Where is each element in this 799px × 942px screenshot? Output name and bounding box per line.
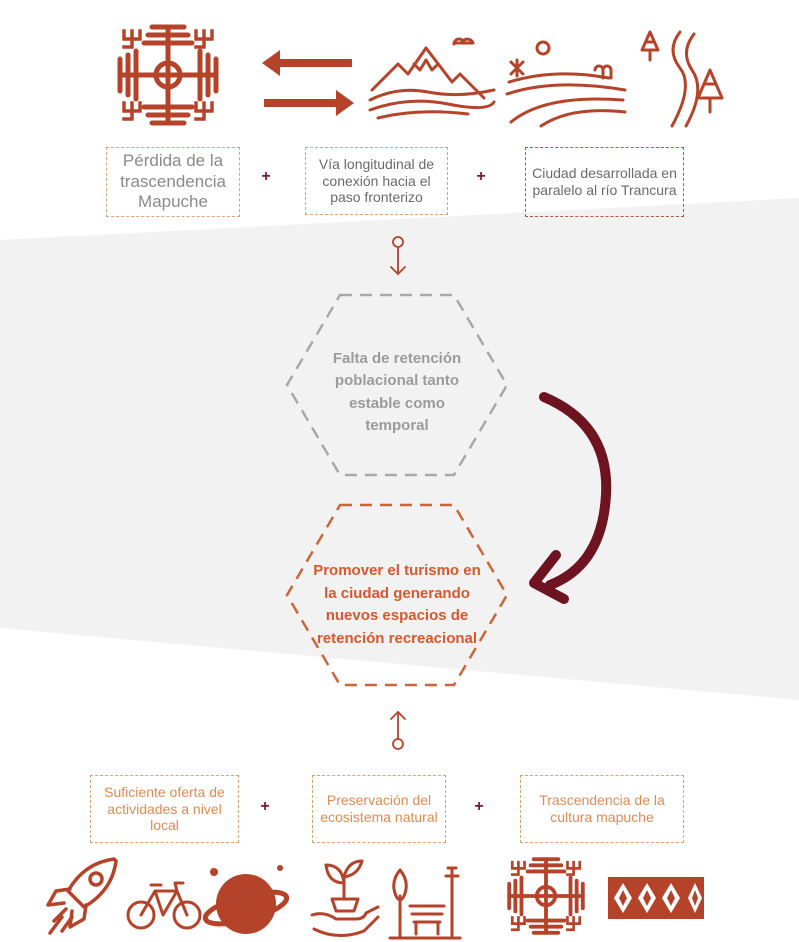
bicycle-icon [126,881,202,930]
strategy-local-activities-text: Suficiente oferta de actividades a nivel… [104,783,225,834]
problem-hexagon [285,293,509,477]
mapuche-cultrun-icon [507,857,585,935]
plus-connector: + [476,168,486,185]
strategy-mapuche-culture-text: Trascendencia de la cultura mapuche [539,792,665,825]
two-way-arrows-icon [262,50,354,116]
plus-connector: + [260,798,270,815]
cause-mapuche-loss: Pérdida de la trascendencia Mapuche [106,147,240,217]
strategy-ecosystem: Preservación del ecosistema natural [312,775,446,843]
planet-icon [202,865,290,934]
rocket-icon [46,857,118,935]
objective-text-content: Promover el turismo en la ciudad generan… [313,562,481,647]
objective-text: Promover el turismo en la ciudad generan… [306,540,488,670]
up-connector-arrow [390,710,406,750]
mapuche-cultrun-icon [108,15,228,135]
problem-text: Falta de retención poblacional tanto est… [317,340,477,445]
plus-connector: + [474,798,484,815]
countryside-field-icon [505,40,627,128]
problem-text-content: Falta de retención poblacional tanto est… [332,349,462,435]
plant-in-hand-icon [310,859,380,937]
plus-connector: + [261,168,271,185]
cause-river-city-text: Ciudad desarrollada en paralelo al río T… [532,165,677,198]
mountains-icon [368,37,496,120]
curved-arrow [529,392,612,604]
strategy-mapuche-culture: Trascendencia de la cultura mapuche [520,775,684,843]
down-connector-arrow [390,236,406,276]
strategy-ecosystem-text: Preservación del ecosistema natural [320,792,438,825]
park-bench-icon [388,866,462,940]
objective-hexagon [285,503,509,687]
cause-mapuche-loss-text: Pérdida de la trascendencia Mapuche [120,151,226,212]
river-trees-icon [640,30,724,128]
cause-longitudinal-road-text: Vía longitudinal de conexión hacia el pa… [318,155,435,206]
strategy-local-activities: Suficiente oferta de actividades a nivel… [90,775,239,843]
mapuche-textile-pattern-icon [608,877,704,919]
cause-longitudinal-road: Vía longitudinal de conexión hacia el pa… [305,147,448,215]
cause-river-city: Ciudad desarrollada en paralelo al río T… [525,147,684,217]
